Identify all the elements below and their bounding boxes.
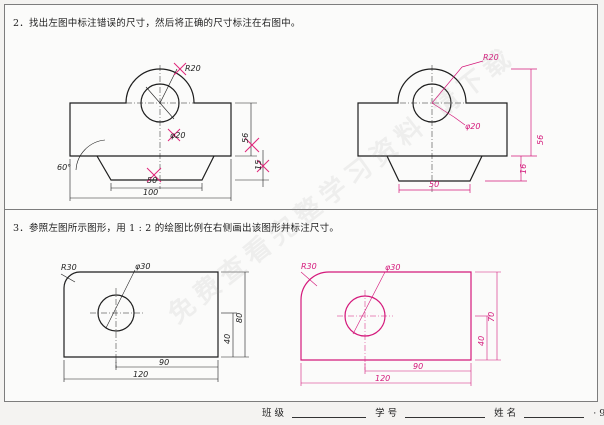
task-3-left-figure: R30 φ30 40 80 90 120: [60, 262, 249, 382]
dim-phi30: φ30: [385, 263, 400, 272]
task-2-title: 2．找出左图中标注错误的尺寸，然后将正确的尺寸标注在右图中。: [13, 18, 301, 29]
class-label: 班 级: [262, 408, 285, 419]
dim-60-deg: 60°: [57, 163, 71, 172]
dim-120: 120: [375, 374, 390, 383]
dim-90: 90: [159, 358, 169, 367]
exercise-sheet: 2．找出左图中标注错误的尺寸，然后将正确的尺寸标注在右图中。: [4, 4, 598, 402]
dim-80: 80: [235, 313, 244, 323]
dim-r30: R30: [301, 262, 317, 271]
dim-phi20: φ20: [170, 131, 185, 140]
dim-90: 90: [413, 362, 423, 371]
page-footer: 班 级 学 号 姓 名 · 9: [262, 405, 604, 419]
dim-r30: R30: [61, 263, 77, 272]
dim-120: 120: [133, 370, 148, 379]
task-2-left-figure: R20 φ20 56 15 60° 50 100: [57, 62, 270, 201]
dim-phi20: φ20: [465, 122, 480, 131]
dim-15: 15: [254, 160, 263, 170]
dim-100: 100: [143, 188, 158, 197]
page-number: · 9: [593, 408, 604, 419]
class-blank: [292, 407, 367, 418]
student-id-label: 学 号: [375, 408, 398, 419]
name-label: 姓 名: [494, 408, 517, 419]
dim-50: 50: [429, 180, 439, 189]
dim-r20: R20: [185, 64, 201, 73]
task-2-right-figure: R20 φ20 56 16 50: [357, 53, 545, 193]
dim-40: 40: [223, 334, 232, 344]
dim-16: 16: [519, 164, 528, 174]
task-3-title: 3．参照左图所示图形，用 1 : 2 的绘图比例在右侧画出该图形并标注尺寸。: [13, 223, 340, 234]
dim-56: 56: [241, 133, 250, 143]
dim-r20: R20: [483, 53, 499, 62]
task-3-right-figure: R30 φ30 40 70 90 120: [300, 262, 501, 386]
dim-50: 50: [147, 176, 157, 185]
student-id-blank: [405, 407, 486, 418]
dim-phi30: φ30: [135, 262, 150, 271]
dim-56: 56: [536, 135, 545, 145]
dim-40: 40: [477, 336, 486, 346]
task-2-section: 2．找出左图中标注错误的尺寸，然后将正确的尺寸标注在右图中。: [5, 5, 597, 210]
name-blank: [524, 407, 585, 418]
task-3-section: 3．参照左图所示图形，用 1 : 2 的绘图比例在右侧画出该图形并标注尺寸。: [5, 210, 597, 401]
dim-70: 70: [487, 312, 496, 322]
